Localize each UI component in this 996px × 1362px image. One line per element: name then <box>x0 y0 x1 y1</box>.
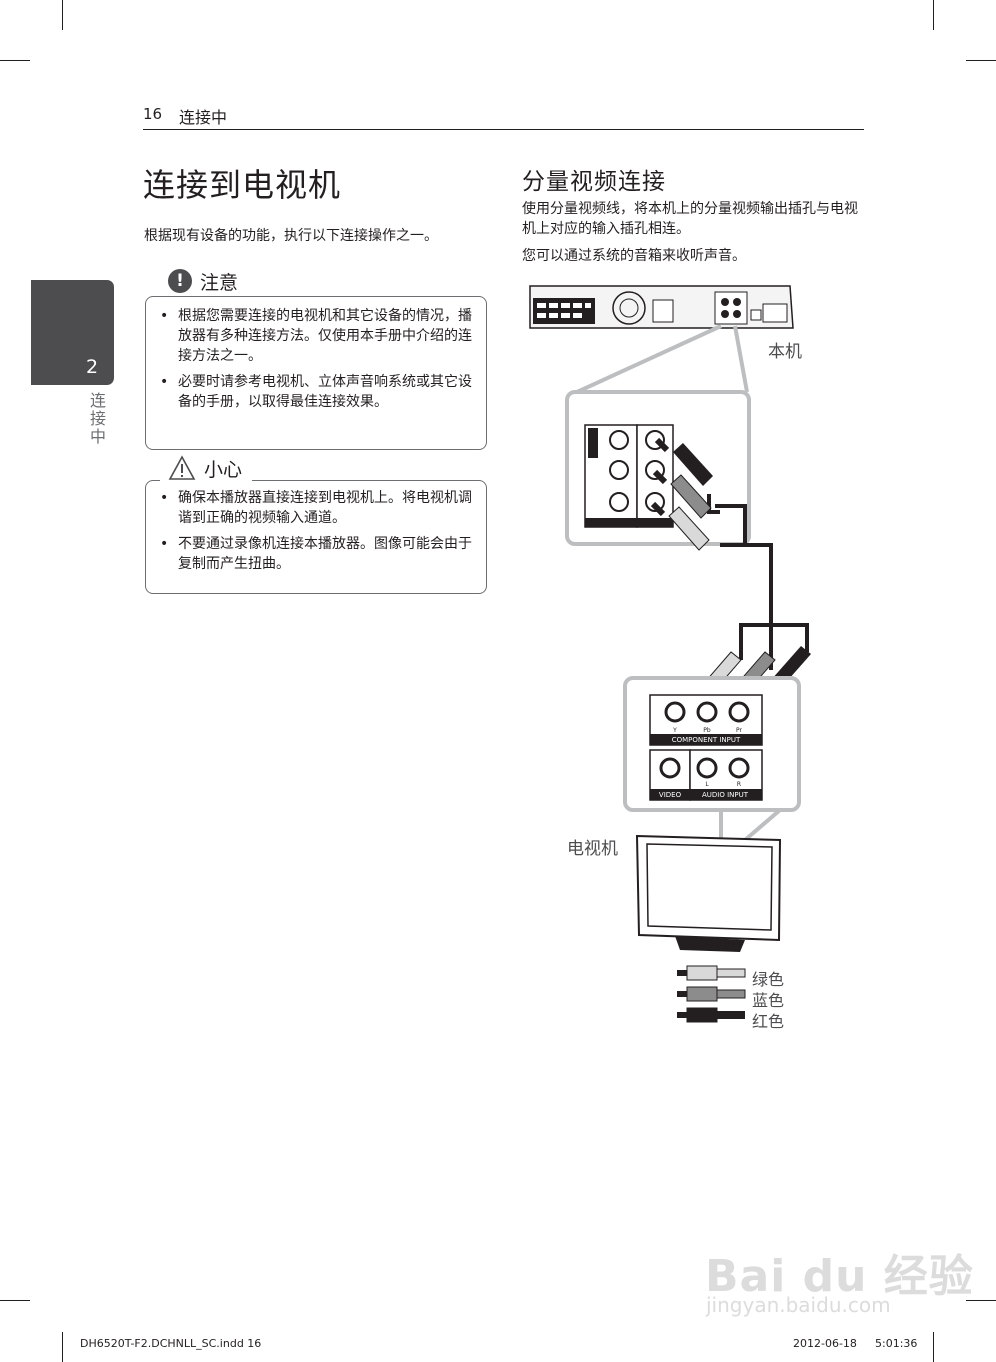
player-rear-panel <box>529 285 794 329</box>
exclamation-icon: ! <box>168 269 192 293</box>
crop-mark <box>966 1300 996 1301</box>
note-label: 注意 <box>200 271 239 294</box>
note-heading: ! 注意 <box>160 266 249 296</box>
crop-mark <box>62 1332 63 1362</box>
note-list: 根据您需要连接的电视机和其它设备的情况，播放器有多种连接方法。仅使用本手册中介绍… <box>146 306 472 418</box>
audio-input-label: AUDIO INPUT <box>702 791 749 799</box>
footer-time: 5:01:36 <box>875 1337 918 1350</box>
tv-illustration <box>635 834 782 952</box>
chapter-label: 连接中 <box>87 392 106 446</box>
unit-label: 本机 <box>768 342 802 362</box>
jack-l-label: L <box>705 781 709 788</box>
list-item: 不要通过录像机连接本播放器。图像可能会由于复制而产生扭曲。 <box>146 534 472 574</box>
tv-label: 电视机 <box>567 839 618 859</box>
watermark-logo: Bai du 经验 <box>705 1251 974 1302</box>
caution-list: 确保本播放器直接连接到电视机上。将电视机调谐到正确的视频输入通道。 不要通过录像… <box>146 488 472 580</box>
jack-y-label: Y <box>672 727 677 734</box>
cable-legend <box>677 965 746 1023</box>
caution-label: 小心 <box>204 458 243 481</box>
header-rule <box>143 129 864 130</box>
legend-red-label: 红色 <box>752 1012 785 1031</box>
section-title: 分量视频连接 <box>522 169 666 195</box>
crop-mark <box>933 0 934 30</box>
list-item: 根据您需要连接的电视机和其它设备的情况，播放器有多种连接方法。仅使用本手册中介绍… <box>146 306 472 366</box>
legend-green-label: 绿色 <box>752 970 785 989</box>
jack-r-label: R <box>737 781 741 788</box>
crop-mark <box>933 1332 934 1362</box>
intro-text: 根据现有设备的功能，执行以下连接操作之一。 <box>144 228 438 244</box>
footer-date: 2012-06-18 <box>793 1337 857 1350</box>
running-header: 连接中 <box>179 108 228 127</box>
crop-mark <box>966 60 996 61</box>
legend-blue-label: 蓝色 <box>752 991 785 1010</box>
warning-triangle-icon <box>168 455 196 480</box>
list-item: 必要时请参考电视机、立体声音响系统或其它设备的手册，以取得最佳连接效果。 <box>146 372 472 412</box>
caution-heading: 小心 <box>160 454 253 482</box>
chapter-number: 2 <box>86 356 99 378</box>
section-paragraph: 使用分量视频线，将本机上的分量视频输出插孔与电视机上对应的输入插孔相连。 <box>522 201 858 237</box>
player-plugs <box>650 437 713 551</box>
section-paragraph: 您可以通过系统的音箱来收听声音。 <box>522 248 746 264</box>
crop-mark <box>62 0 63 30</box>
chapter-tab <box>31 280 114 385</box>
crop-mark <box>0 1300 30 1301</box>
list-item: 确保本播放器直接连接到电视机上。将电视机调谐到正确的视频输入通道。 <box>146 488 472 528</box>
page-title: 连接到电视机 <box>143 166 342 204</box>
crop-mark <box>0 60 30 61</box>
component-input-label: COMPONENT INPUT <box>672 736 741 744</box>
watermark-url: jingyan.baidu.com <box>706 1293 891 1317</box>
footer-file: DH6520T-F2.DCHNLL_SC.indd 16 <box>80 1337 262 1350</box>
video-label: VIDEO <box>659 791 682 799</box>
jack-pb-label: Pb <box>703 727 711 734</box>
connection-diagram: COMPONENT INPUT VIDEO AUDIO INPUT Y Pb P… <box>529 285 811 1023</box>
page-number: 16 <box>143 105 163 123</box>
jack-pr-label: Pr <box>736 727 743 734</box>
